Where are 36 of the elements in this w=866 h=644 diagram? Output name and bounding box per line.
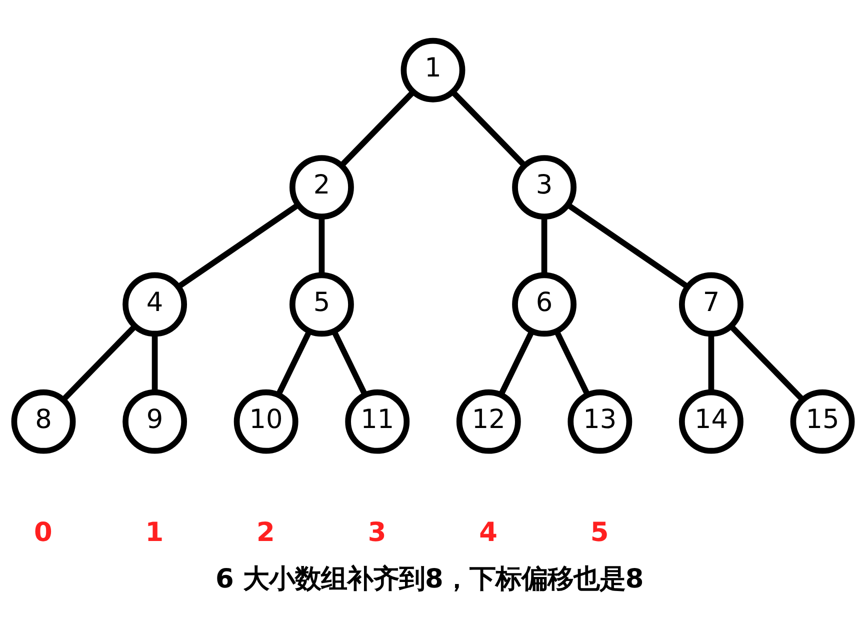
connector <box>708 334 714 392</box>
caption: 6 大小数组补齐到8，下标偏移也是8 <box>216 564 644 595</box>
node-circle: 4 <box>122 272 187 337</box>
node-label: 0 <box>34 518 52 548</box>
connector <box>152 334 158 392</box>
node-circle: 10 <box>234 389 298 454</box>
node-circle: 5 <box>290 272 354 337</box>
connector <box>566 202 689 290</box>
connector <box>498 330 535 396</box>
connector <box>61 324 137 402</box>
node-circle: 9 <box>122 389 187 454</box>
node-label: 3 <box>368 518 386 548</box>
node-circle: 2 <box>290 155 354 220</box>
connector <box>541 216 548 276</box>
node-label: 4 <box>479 518 498 548</box>
node-label: 1 <box>145 518 164 548</box>
connector <box>450 90 527 168</box>
node-circle: 15 <box>790 389 855 454</box>
node-circle: 12 <box>456 389 521 454</box>
node-circle: 6 <box>512 272 576 337</box>
node-circle: 14 <box>679 389 744 454</box>
connector <box>554 330 590 396</box>
node-circle: 7 <box>679 272 744 337</box>
connector <box>276 330 312 396</box>
node-circle: 8 <box>11 389 76 454</box>
connector <box>729 324 805 402</box>
node-circle: 13 <box>568 389 632 454</box>
node-circle: 3 <box>512 155 576 220</box>
connector <box>331 330 368 396</box>
node-circle: 1 <box>400 38 466 102</box>
connector <box>339 90 416 168</box>
connector <box>318 216 325 276</box>
node-circle: 11 <box>345 389 410 454</box>
node-label: 2 <box>256 518 275 548</box>
connector <box>177 202 300 290</box>
node-label: 5 <box>590 518 609 548</box>
